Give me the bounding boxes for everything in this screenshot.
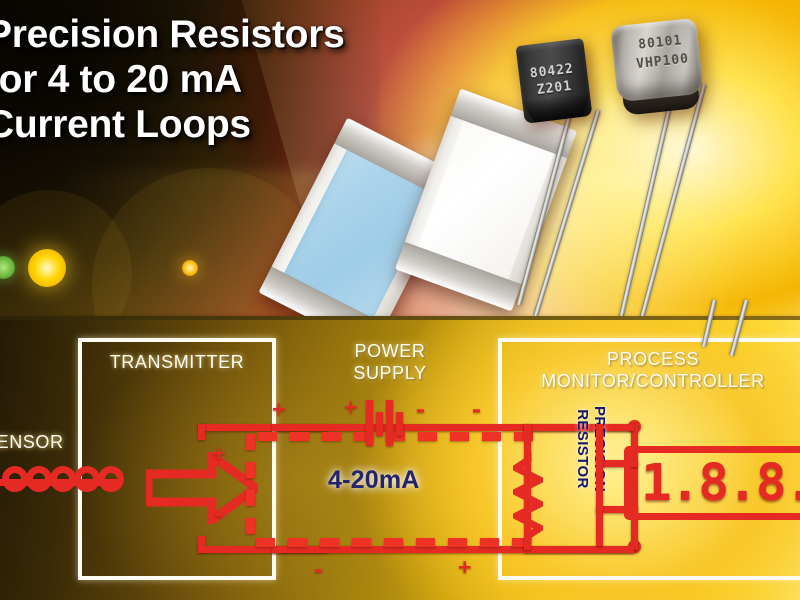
sensor-chain-link — [26, 466, 52, 492]
loop-top-plus-sign: + — [272, 396, 286, 422]
battery-plate-long-2 — [386, 400, 393, 446]
sensor-chain-link — [50, 466, 76, 492]
hero-banner: Precision Resistors for 4 to 20 mA Curre… — [0, 0, 800, 320]
page-title: Precision Resistors for 4 to 20 mA Curre… — [0, 12, 506, 147]
display-value: 1.8.8.8 — [641, 453, 800, 513]
process-monitor-label-line1: PROCESS — [606, 349, 700, 369]
supply-plus-sign: + — [344, 394, 358, 420]
seven-segment-display: 1.8.8.8 — [624, 446, 800, 520]
title-line-1: Precision Resistors — [0, 13, 345, 56]
loop-current-label: 4-20mA — [328, 466, 420, 494]
transmitter-source-arc — [246, 434, 255, 546]
process-monitor-label: PROCESS MONITOR/CONTROLLER — [498, 348, 800, 392]
transmitter-minus-sign: - — [214, 498, 223, 528]
loop-top-current-dashes — [258, 432, 536, 441]
transmitter-label: TRANSMITTER — [109, 352, 245, 372]
loop-bottom-minus-sign: - — [314, 554, 323, 584]
process-monitor-label-line2: MONITOR/CONTROLLER — [541, 371, 765, 391]
loop-bottom-conductor — [272, 546, 632, 553]
title-line-2: for 4 to 20 mA — [0, 58, 242, 101]
display-connection-wire-bottom — [596, 506, 638, 513]
battery-plate-short-2 — [396, 412, 403, 436]
supply-minus-sign: - — [416, 394, 425, 424]
resistor-branch-right — [631, 424, 638, 550]
battery-plate-long-1 — [366, 400, 373, 446]
loop-bottom-current-dashes — [256, 538, 538, 547]
display-connection-wire-top — [596, 460, 638, 467]
precision-resistor-label-line2: RESISTOR — [574, 409, 591, 489]
transmitter-left-wire-upper — [198, 424, 205, 440]
transmitter-left-wire-lower — [198, 536, 205, 552]
power-supply-label-line2: SUPPLY — [353, 363, 427, 383]
transmitter-plus-sign: + — [212, 440, 226, 466]
transmitter-bottom-wire — [198, 546, 328, 553]
resistor-branch-top — [524, 424, 634, 431]
diagram-glow — [380, 320, 800, 600]
sensor-chain-link — [74, 466, 100, 492]
resistor-symbol — [513, 452, 543, 544]
transmitter-box — [78, 338, 276, 580]
transmitter-top-wire — [198, 424, 328, 431]
power-supply-label: POWER SUPPLY — [330, 340, 450, 384]
molded-resistor-black: 80422 Z201 — [515, 38, 593, 124]
display-connection-bus — [596, 424, 603, 546]
current-loop-diagram — [0, 320, 800, 600]
sensor-chain-link — [98, 466, 124, 492]
signal-flow-arrow — [146, 452, 258, 524]
sensor-label: SENSOR — [0, 432, 64, 452]
title-line-3: Current Loops — [0, 103, 251, 146]
loop-minus-sign: - — [472, 394, 481, 424]
power-supply-label-line1: POWER — [354, 341, 426, 361]
loop-top-conductor — [272, 424, 632, 431]
resistor-branch-bottom — [524, 546, 634, 553]
battery-plate-short-1 — [376, 412, 383, 436]
sensor-chain-link — [2, 466, 28, 492]
loop-bottom-plus-sign: + — [458, 554, 472, 580]
section-divider — [0, 316, 800, 321]
hermetic-resistor-silver: 80101 VHP100 — [610, 17, 704, 116]
process-monitor-box — [498, 338, 800, 580]
component-lead — [615, 85, 677, 320]
